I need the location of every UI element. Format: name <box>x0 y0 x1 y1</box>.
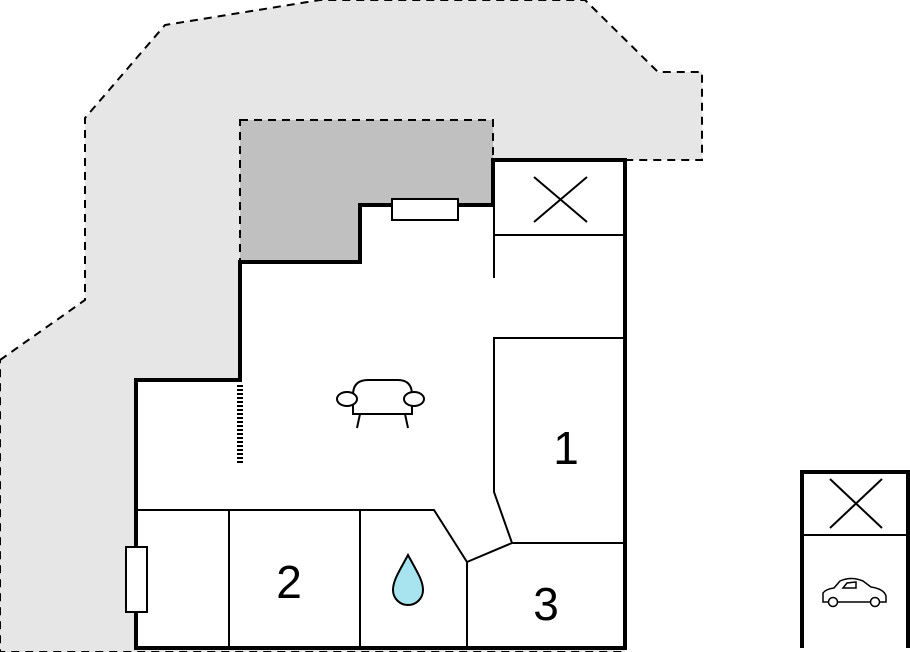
room-3-label: 3 <box>533 578 559 630</box>
garage <box>800 470 910 648</box>
outer-wall <box>134 158 627 650</box>
water-drop-icon <box>391 552 425 606</box>
car-icon <box>822 577 887 608</box>
sofa-icon <box>336 379 425 429</box>
window-top <box>391 198 459 221</box>
room-2-label: 2 <box>276 556 302 608</box>
cross-icon <box>533 176 588 223</box>
interior-walls <box>136 205 625 648</box>
garage-cross-icon <box>829 478 883 529</box>
room-1-label: 1 <box>553 422 579 474</box>
window-left <box>125 546 148 613</box>
